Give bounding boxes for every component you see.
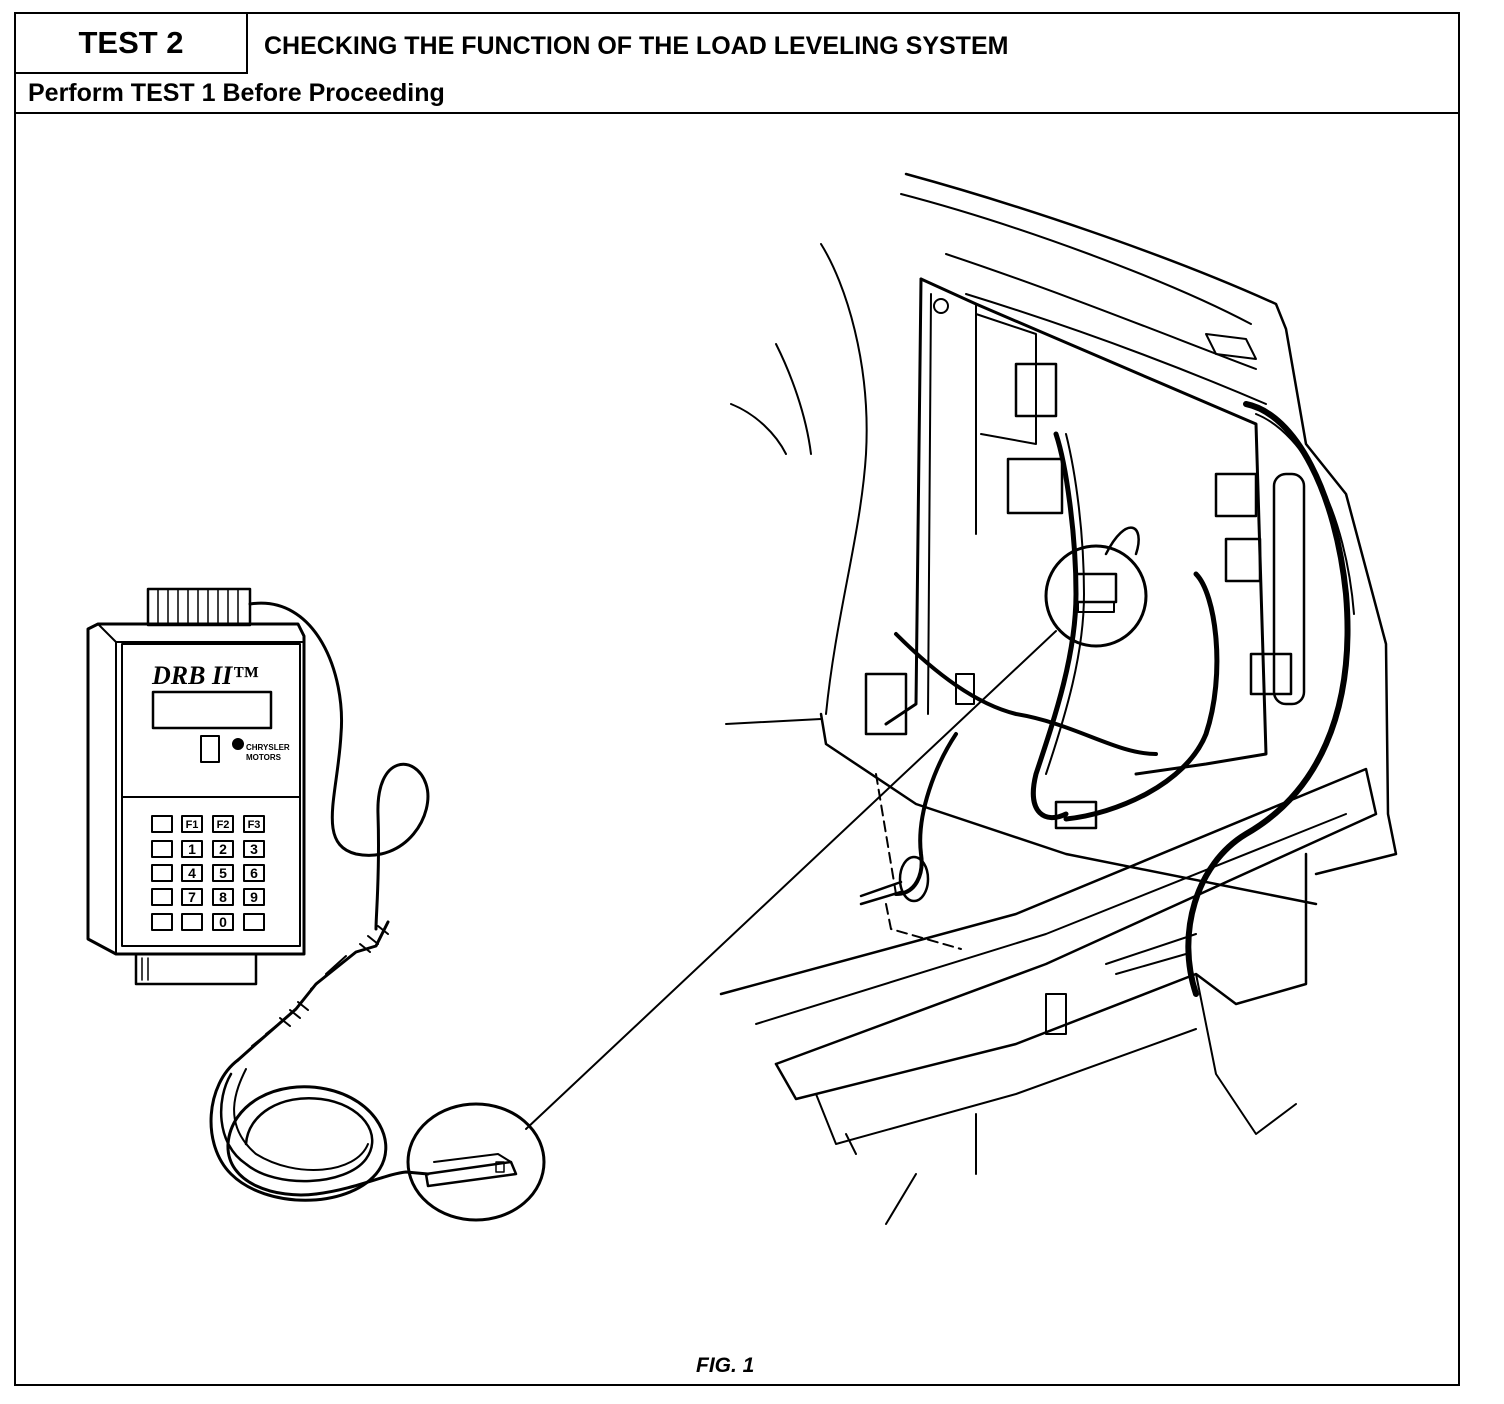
key-6: 6: [250, 865, 258, 881]
key-1: 1: [188, 841, 196, 857]
test-title: CHECKING THE FUNCTION OF THE LOAD LEVELI…: [264, 32, 1009, 60]
maker-line-1: CHRYSLER: [246, 743, 290, 752]
drb-tester-illustration: [86, 587, 1057, 1222]
key-f3: F3: [248, 819, 261, 831]
key-f1: F1: [186, 819, 199, 831]
page-frame: TEST 2 CHECKING THE FUNCTION OF THE LOAD…: [14, 12, 1460, 1386]
key-9: 9: [250, 889, 258, 905]
vehicle-illustration: [719, 172, 1398, 1225]
drb-brand-label: DRB II™: [151, 661, 258, 690]
prerequisite-note: Perform TEST 1 Before Proceeding: [28, 79, 445, 107]
maker-line-2: MOTORS: [246, 753, 282, 762]
figure-area: DRB II™ CHRYSLER MOTORS F1 F2 F3 1 2 3 4…: [16, 114, 1458, 1384]
key-3: 3: [250, 841, 258, 857]
figure-caption: FIG. 1: [696, 1354, 755, 1377]
key-8: 8: [219, 889, 227, 905]
key-7: 7: [188, 889, 196, 905]
illustration: DRB II™ CHRYSLER MOTORS F1 F2 F3 1 2 3 4…: [86, 172, 1398, 1225]
key-5: 5: [219, 865, 227, 881]
test-number: TEST 2: [16, 14, 248, 74]
key-0: 0: [219, 914, 227, 930]
key-4: 4: [188, 865, 196, 881]
header-row: TEST 2 CHECKING THE FUNCTION OF THE LOAD…: [16, 14, 1458, 74]
key-f2: F2: [217, 819, 230, 831]
key-2: 2: [219, 841, 227, 857]
subtitle-row: Perform TEST 1 Before Proceeding: [16, 72, 1458, 114]
